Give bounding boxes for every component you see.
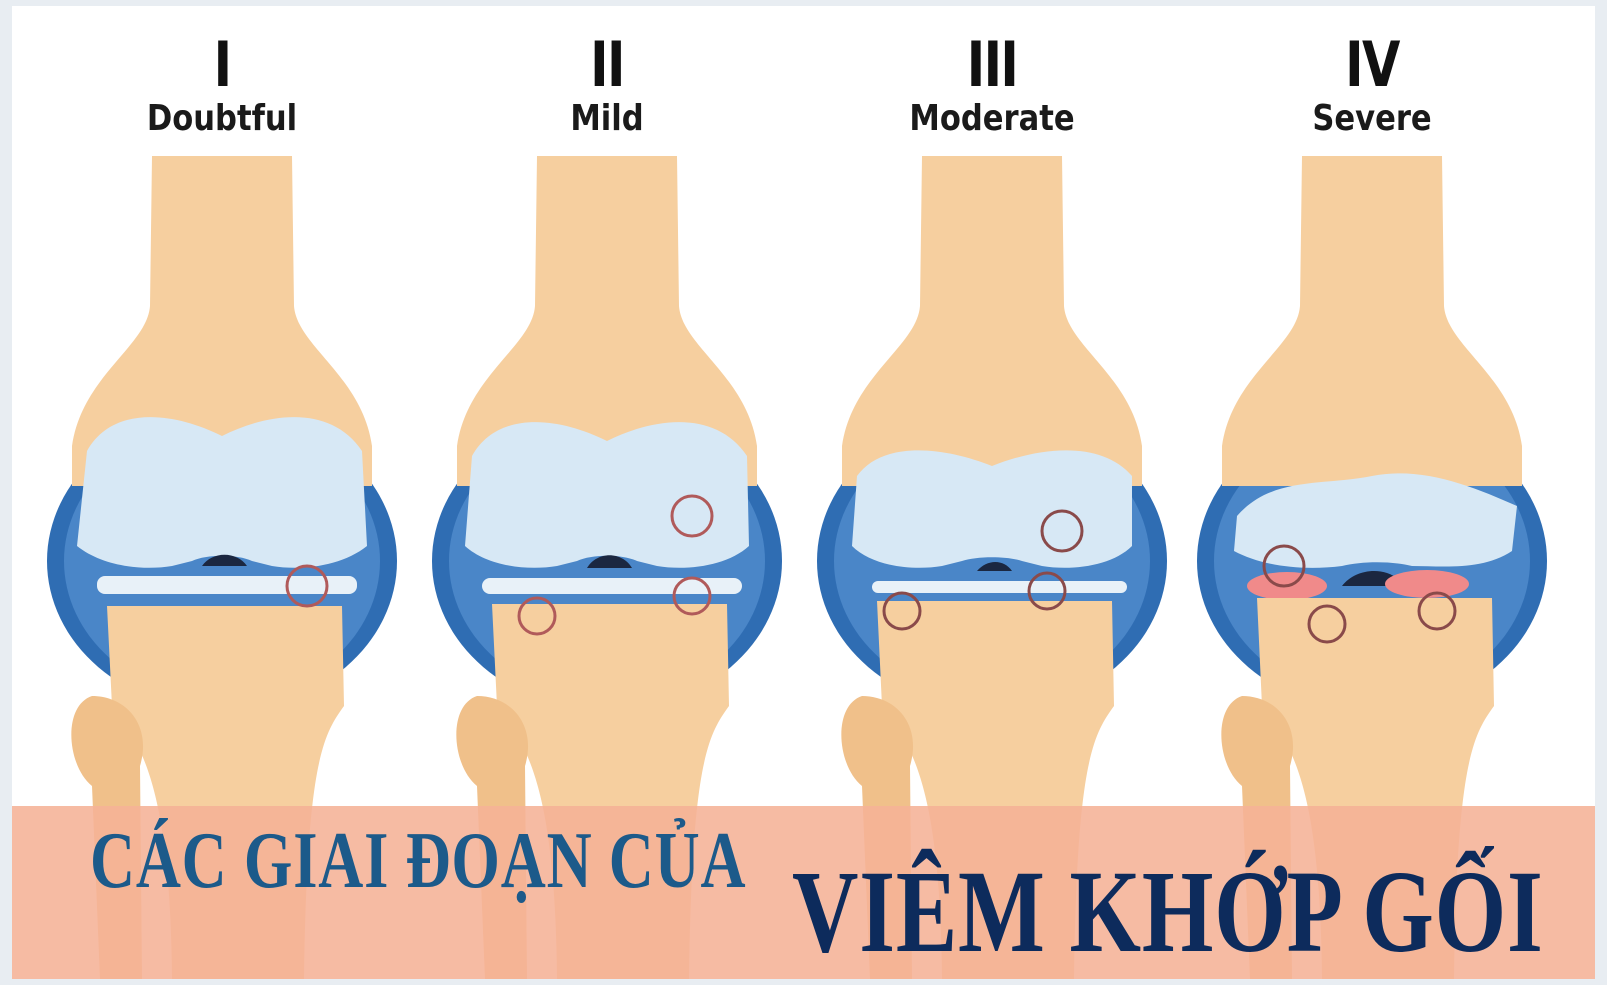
stage-label-1: Doubtful <box>112 98 333 139</box>
stage-label-3: Moderate <box>882 98 1103 139</box>
stage-label-4: Severe <box>1262 98 1483 139</box>
stage-numeral-2: II <box>503 28 711 101</box>
title-line-2: VIÊM KHỚP GỐI <box>792 844 1544 979</box>
stage-numeral-4: IV <box>1268 28 1476 101</box>
diagram-canvas: I Doubtful II Mild <box>12 6 1595 979</box>
stage-label-2: Mild <box>497 98 718 139</box>
stage-numeral-3: III <box>888 28 1096 101</box>
stage-numeral-1: I <box>118 28 326 101</box>
title-line-1: CÁC GIAI ĐOẠN CỦA <box>90 816 746 907</box>
